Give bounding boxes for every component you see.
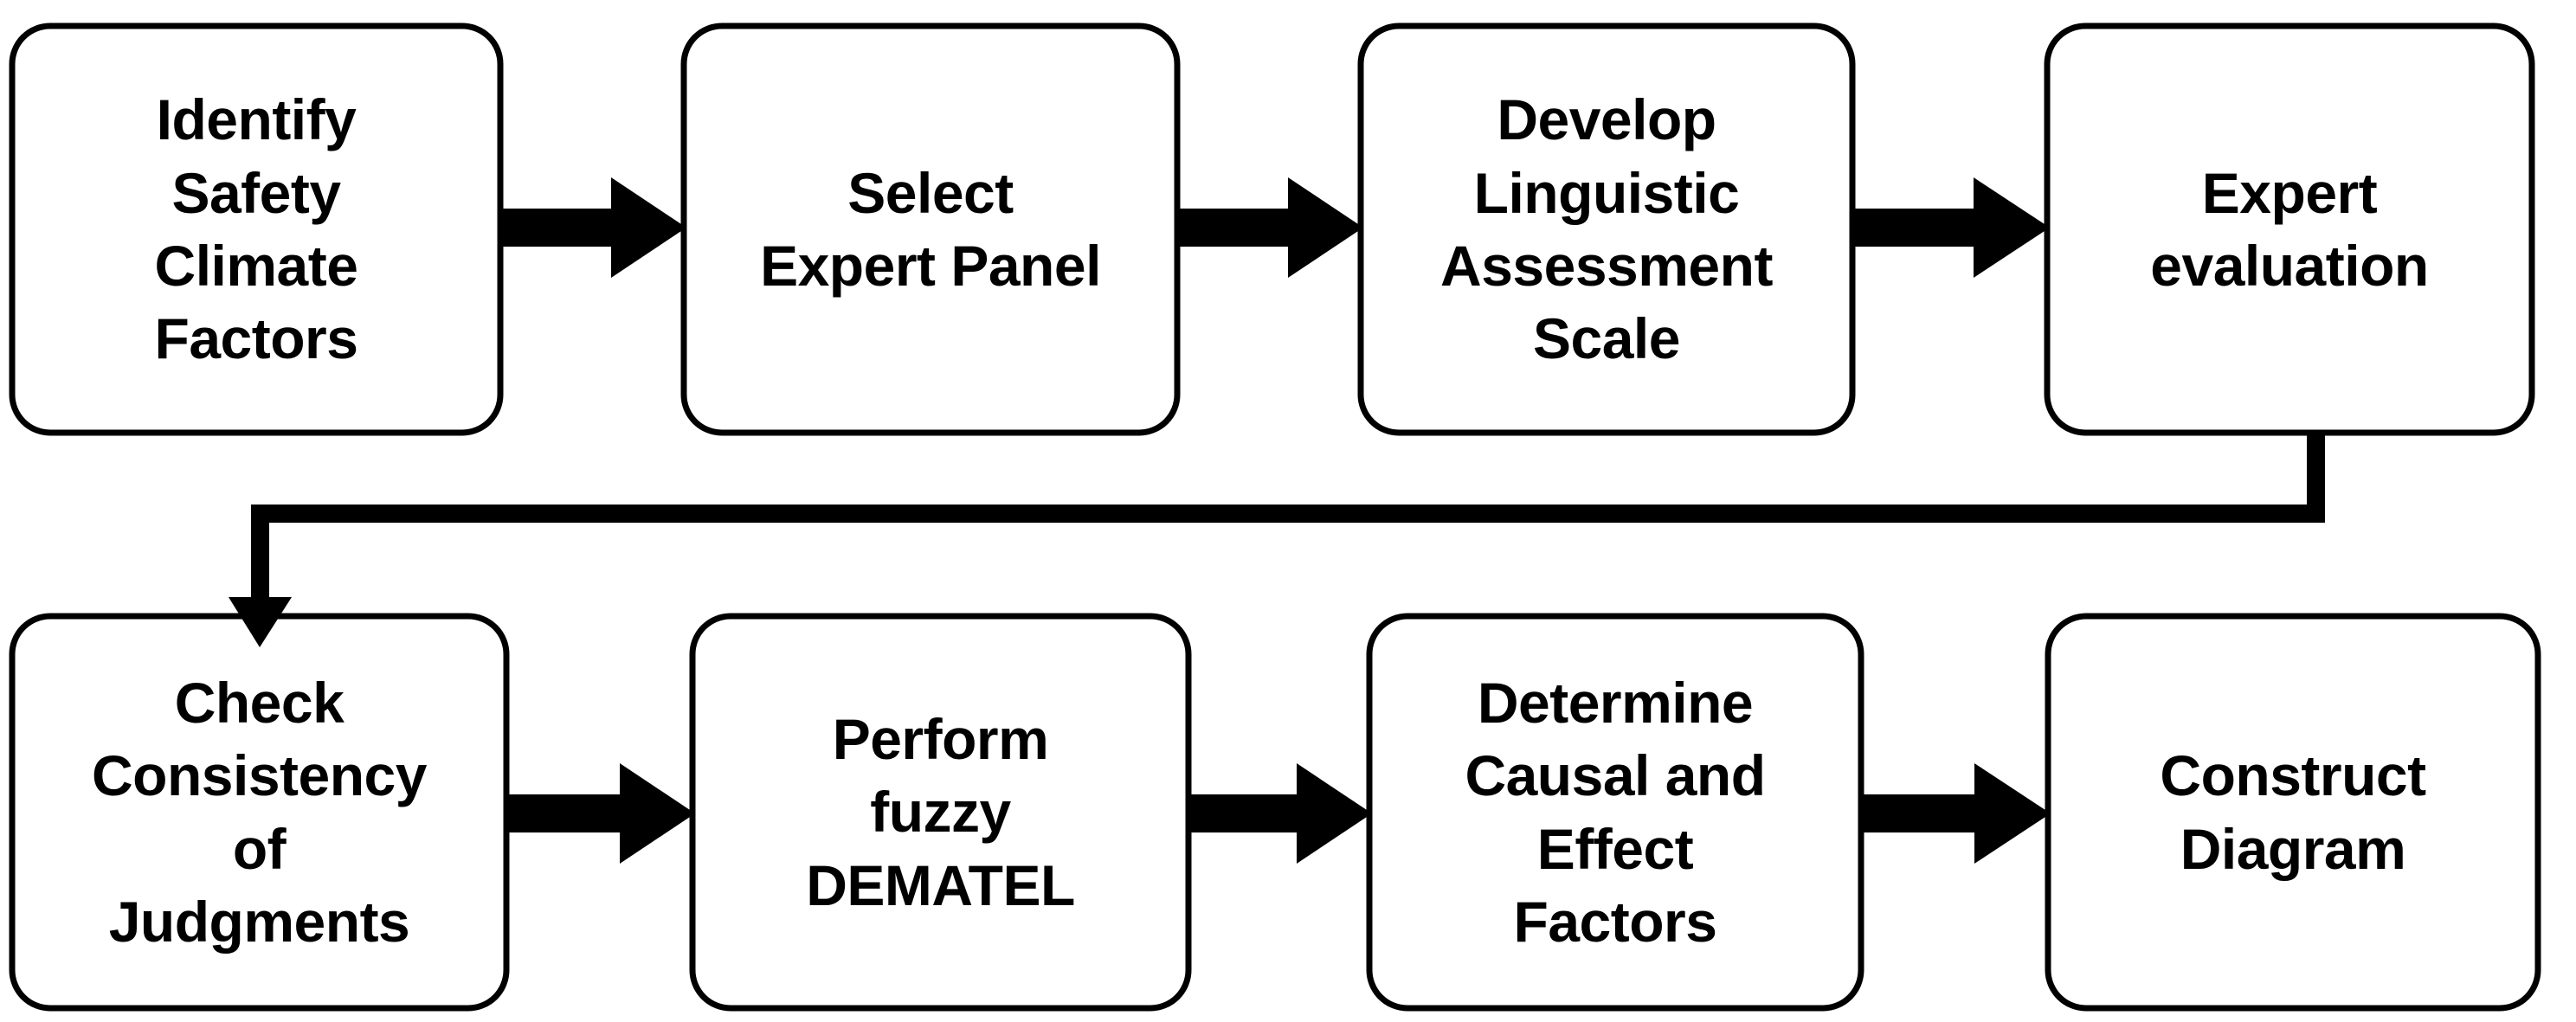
node-expert-evaluation[interactable]	[2044, 22, 2535, 436]
arrow-perform-to-determine-icon	[1188, 763, 1372, 864]
node-select-expert-panel[interactable]	[680, 22, 1181, 436]
arrow-identify-to-select-icon	[500, 177, 686, 278]
arrow-select-to-develop-icon	[1177, 177, 1363, 278]
node-check-consistency-of-judgments[interactable]	[9, 613, 510, 1012]
node-develop-linguistic-assessment-scale[interactable]	[1357, 22, 1856, 436]
arrow-determine-to-construct-icon	[1861, 763, 2051, 864]
node-identify-safety-climate-factors[interactable]	[9, 22, 504, 436]
arrow-check-to-perform-icon	[506, 763, 695, 864]
node-construct-diagram[interactable]	[2045, 613, 2541, 1012]
node-determine-causal-and-effect-factors[interactable]	[1366, 613, 1864, 1012]
arrow-develop-to-expert-icon	[1852, 177, 2050, 278]
arrow-expert-to-check-icon	[229, 431, 2325, 647]
node-perform-fuzzy-dematel[interactable]	[689, 613, 1192, 1012]
